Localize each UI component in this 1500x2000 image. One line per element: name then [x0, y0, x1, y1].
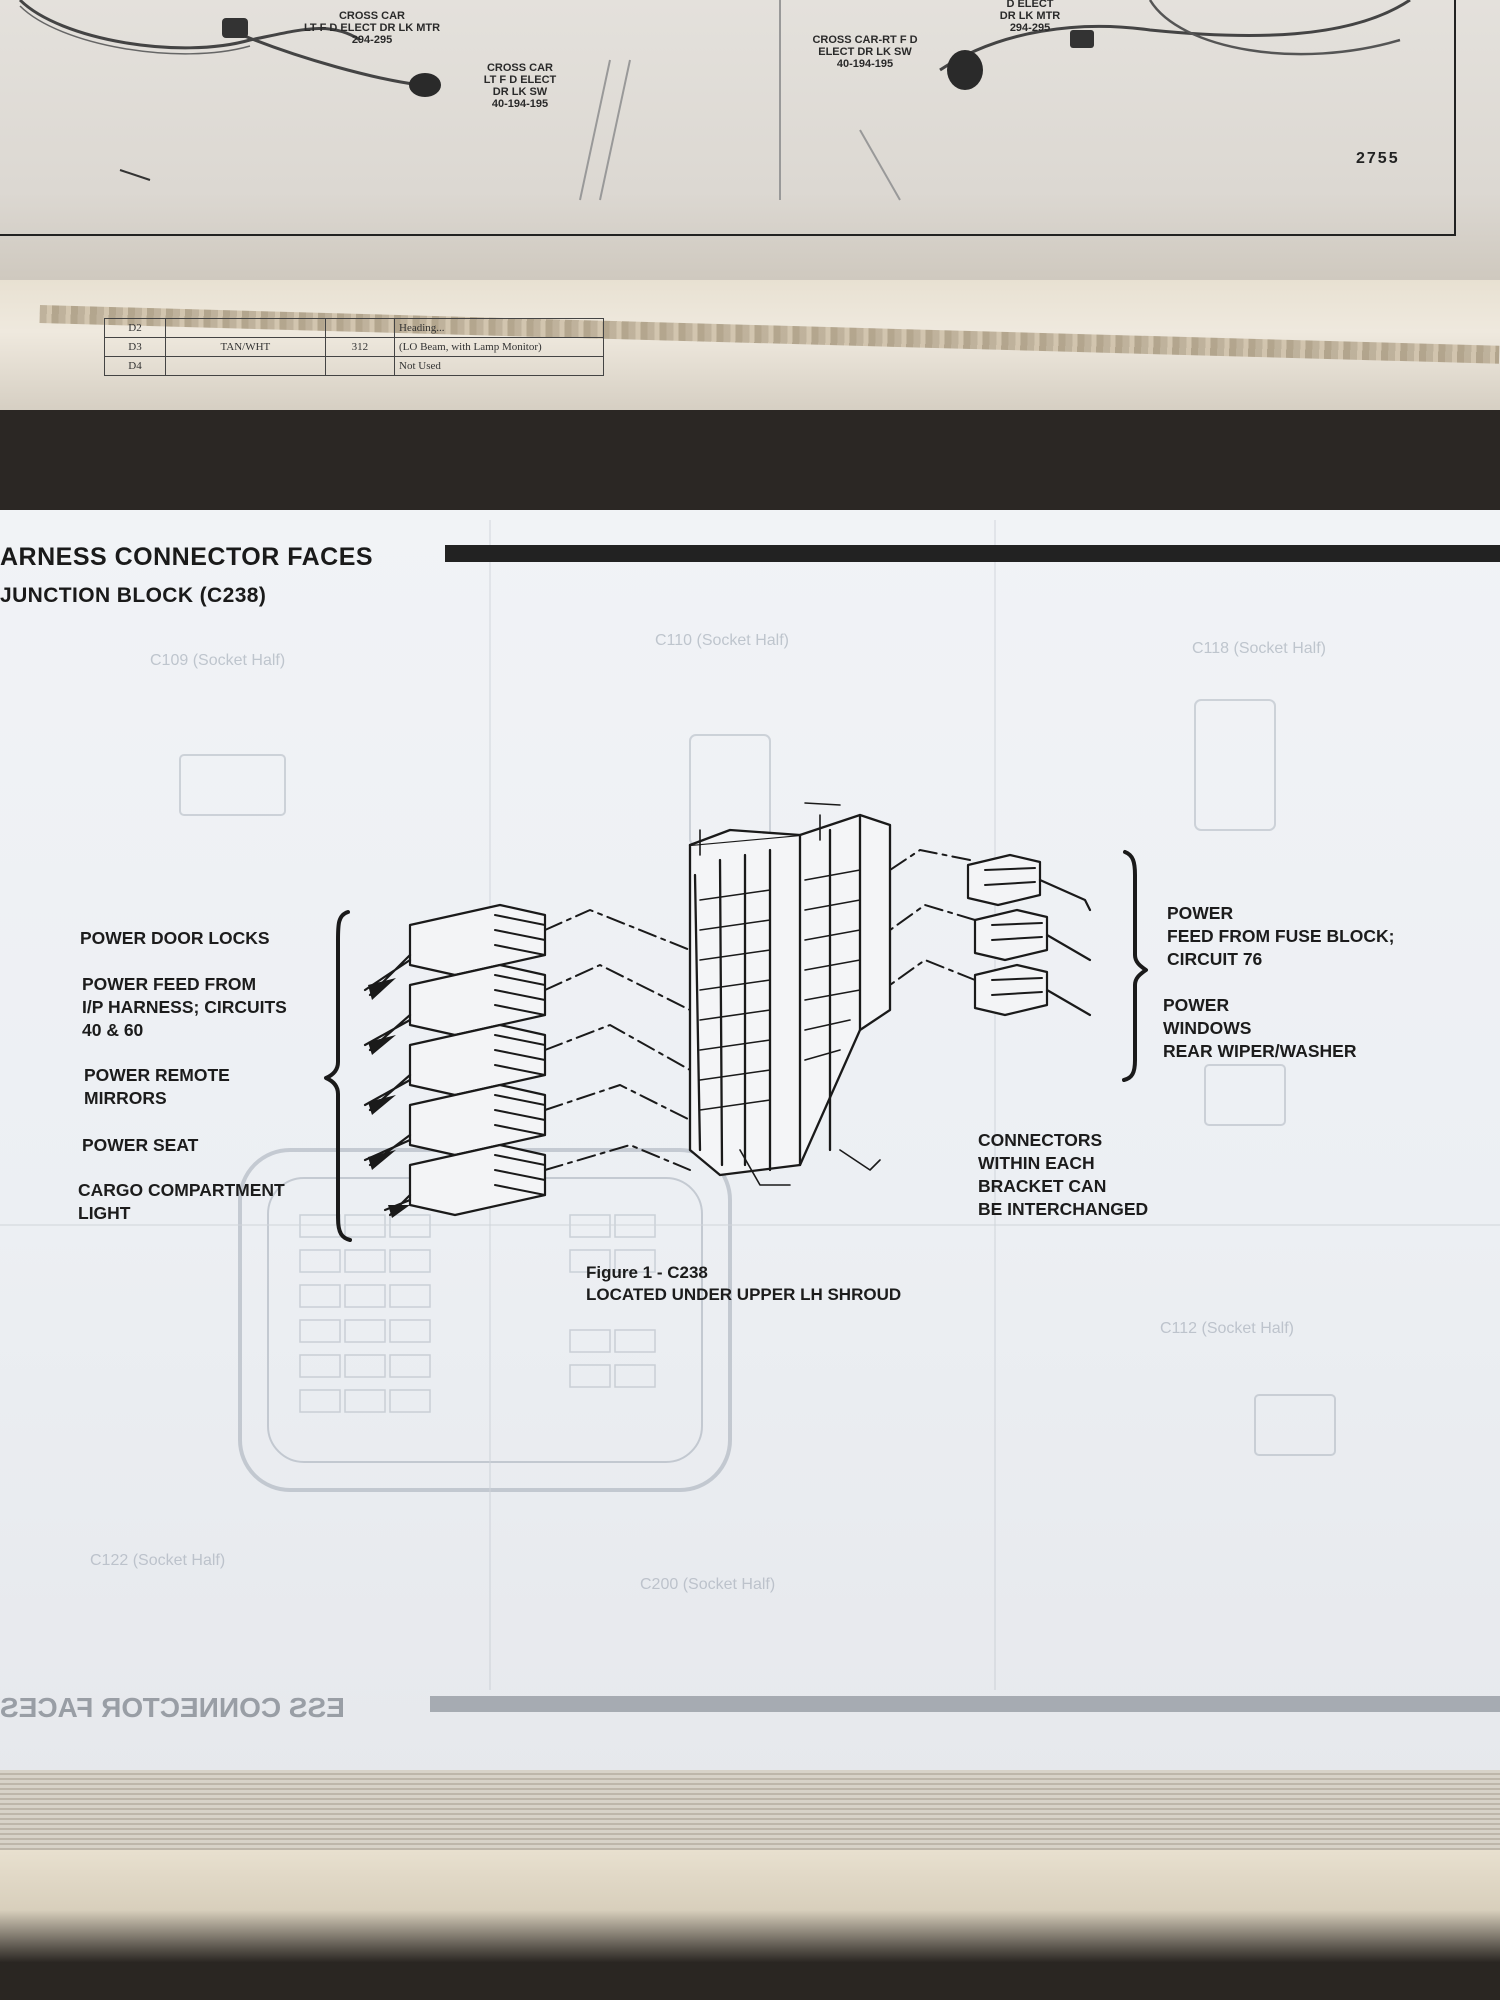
table-row: D4 Not Used [104, 356, 604, 376]
label-power-feed-fuse-block: POWER FEED FROM FUSE BLOCK; CIRCUIT 76 [1167, 903, 1395, 969]
left-connector-stack [408, 903, 547, 1217]
page-stack-edge [0, 1770, 1500, 1850]
label-power-door-locks: POWER DOOR LOCKS [80, 928, 270, 948]
interchange-note: CONNECTORS WITHIN EACH BRACKET CAN BE IN… [978, 1130, 1149, 1219]
section-title: ARNESS CONNECTOR FACES [0, 543, 374, 571]
right-connector-stack [966, 853, 1049, 1017]
ghost-label: C200 (Socket Half) [640, 1576, 776, 1593]
ghost-label: C110 (Socket Half) [655, 632, 789, 649]
label-power-remote-mirrors: POWER REMOTE MIRRORS [84, 1065, 230, 1108]
ghost-label: C118 (Socket Half) [1192, 640, 1326, 657]
right-wires [1038, 878, 1092, 1017]
table-row: D3 TAN/WHT 312 (LO Beam, with Lamp Monit… [104, 337, 604, 357]
table-cell: D2 [104, 318, 166, 338]
table-cell [324, 356, 396, 376]
top-page-wiring-drawing [0, 0, 1456, 236]
center-block [688, 813, 892, 1177]
mirrored-footer-title: ESS CONNECTOR FACES [0, 1692, 345, 1723]
label-rt-door-lock-motor: D ELECT DR LK MTR 294-295 [999, 0, 1061, 34]
table-cell: Not Used [394, 356, 604, 376]
label-power-feed-ip-harness: POWER FEED FROM I/P HARNESS; CIRCUITS 40… [82, 974, 287, 1040]
pin-table-strip: D2 Heading... D3 TAN/WHT 312 (LO Beam, w… [104, 318, 604, 382]
label-cross-car-lt-switch: CROSS CAR LT F D ELECT DR LK SW 40-194-1… [483, 62, 557, 110]
center-block-cells [699, 802, 881, 1186]
ghost-label: C112 (Socket Half) [1160, 1320, 1294, 1337]
left-connector-pins [494, 914, 546, 1196]
table-cell: D4 [104, 356, 166, 376]
page-number: 2755 [1356, 150, 1400, 167]
table-row: D2 Heading... [104, 318, 604, 338]
right-bracket [1122, 850, 1148, 1082]
dashed-leads [544, 849, 976, 1171]
label-power-seat: POWER SEAT [82, 1135, 199, 1155]
ghost-label: C109 (Socket Half) [150, 652, 286, 669]
left-bracket [324, 910, 352, 1242]
left-wire-tips [368, 978, 410, 1218]
label-cross-car-lt-motor: CROSS CAR LT F D ELECT DR LK MTR 294-295 [303, 10, 441, 46]
label-cargo-compartment-light: CARGO COMPARTMENT LIGHT [78, 1180, 285, 1223]
section-subtitle: JUNCTION BLOCK (C238) [0, 584, 267, 607]
title-rule [445, 545, 1500, 562]
previous-page [0, 0, 1500, 320]
ghost-label: C122 (Socket Half) [90, 1552, 226, 1569]
right-connector-pins [984, 867, 1043, 996]
label-cross-car-rt-switch: CROSS CAR-RT F D ELECT DR LK SW 40-194-1… [812, 34, 918, 70]
figure-caption: Figure 1 - C238 LOCATED UNDER UPPER LH S… [586, 1263, 902, 1304]
binder-cover [0, 1850, 1500, 2000]
footer-rule [430, 1696, 1500, 1712]
label-power-windows-rear-wiper: POWER WINDOWS REAR WIPER/WASHER [1163, 995, 1357, 1061]
